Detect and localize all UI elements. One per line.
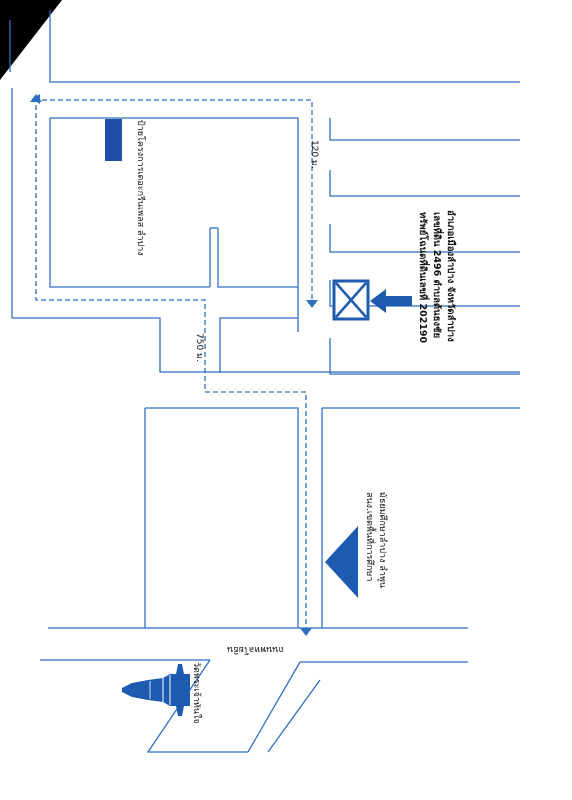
- property-line3: อำเภอเมืองลำปาง จังหวัดลำปาง: [445, 210, 457, 342]
- road-network: [9, 10, 520, 753]
- sign-block-icon: [105, 119, 122, 161]
- school-triangle-icon: [325, 526, 358, 598]
- property-box-icon: [332, 279, 370, 321]
- school-line1: สนง.เขตพื้นที่การศึกษา: [364, 492, 377, 581]
- project-sign-label: ป้ายโครงการเดอะกรีนเพลส ลำปาง: [135, 120, 146, 256]
- route-arrow-down-icon: [306, 300, 318, 308]
- property-line1: ทรัพย์โฉนดที่ดินเลขที่ 202190: [417, 212, 431, 344]
- route-arrow-left-icon: [32, 94, 40, 104]
- property-line2: เลขที่ดิน 2496 ตำบลต้นธงชัย: [431, 212, 445, 338]
- distance-750-label: 750 ม.: [194, 333, 204, 362]
- temple-pagoda-icon: [122, 664, 190, 716]
- scan-corner: [0, 0, 62, 80]
- route-path: [30, 94, 318, 636]
- route-arrow-down-2-icon: [300, 628, 312, 636]
- temple-label: วัดพระเจ้าทันใจ: [191, 662, 202, 724]
- school-line2: มัธยมศึกษาลำปาง ลำพูน: [377, 492, 388, 588]
- arrow-left-icon: [370, 289, 412, 313]
- distance-120-label: 120 ม.: [309, 140, 319, 169]
- road-name-label: ถนนพหลโยธิน: [227, 644, 284, 655]
